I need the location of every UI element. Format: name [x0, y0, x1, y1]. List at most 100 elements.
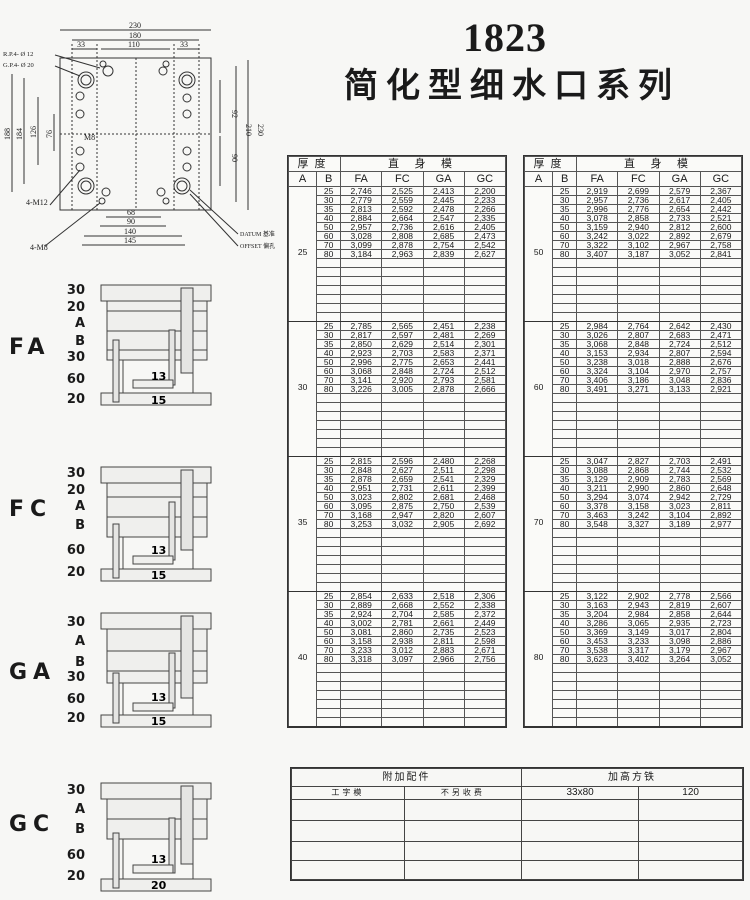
fc-dim-a: A — [74, 499, 85, 514]
a-thickness-value: 40 — [287, 591, 318, 727]
dim-92: 92 — [230, 110, 239, 118]
b-value: 40 — [316, 213, 342, 223]
gc-price: 2,306 — [463, 591, 507, 601]
fa-price: 3,623 — [576, 654, 619, 664]
empty-row — [525, 294, 743, 304]
b-value: 80 — [552, 249, 578, 259]
ga-price: 2,481 — [422, 330, 465, 340]
fa-price: 3,081 — [340, 627, 383, 637]
gc-price: 2,233 — [463, 195, 507, 205]
no-extra-charge-label: 不另收费 — [403, 786, 523, 800]
b-value: 25 — [316, 186, 342, 196]
b-value: 40 — [552, 483, 578, 493]
gc-price: 2,200 — [463, 186, 507, 196]
fc-price: 2,525 — [381, 186, 424, 196]
ga-price: 3,098 — [658, 636, 701, 646]
empty-row — [289, 537, 507, 547]
column-header-b: B — [316, 171, 342, 187]
thickness-header: 厚度 — [287, 156, 342, 172]
gc-price: 2,542 — [463, 240, 507, 250]
straight-body-mold-header: 直 身 模 — [576, 156, 742, 172]
ga-price: 2,892 — [658, 231, 701, 241]
fc-price: 3,317 — [617, 645, 660, 655]
ga-price: 2,642 — [658, 321, 701, 331]
gc-price: 2,238 — [463, 321, 507, 331]
b-value: 35 — [316, 204, 342, 214]
b-value: 60 — [552, 501, 578, 511]
gp-callout: G.P.4- Ø 20 — [3, 62, 34, 69]
series-title: 简化型细水口系列 — [344, 66, 680, 106]
ga-price: 2,883 — [422, 645, 465, 655]
mold-type-fc: FC — [9, 497, 53, 522]
fa-price: 3,324 — [576, 366, 619, 376]
gc-price: 2,367 — [699, 186, 743, 196]
b-value: 35 — [552, 474, 578, 484]
column-header-b: B — [552, 171, 578, 187]
b-value: 80 — [552, 519, 578, 529]
empty-row — [525, 546, 743, 556]
fc-dim-20-bottom: 20 — [66, 565, 85, 580]
fa-dim-60: 60 — [66, 372, 85, 387]
ga-price: 2,905 — [422, 519, 465, 529]
dim-76: 76 — [45, 130, 54, 138]
b-value: 30 — [316, 465, 342, 475]
b-value: 80 — [552, 654, 578, 664]
b-value: 25 — [552, 186, 578, 196]
ga-price: 2,451 — [422, 321, 465, 331]
fc-price: 2,848 — [381, 366, 424, 376]
dim-210: 210 — [244, 124, 253, 136]
ga-price: 2,445 — [422, 195, 465, 205]
fa-inner-15: 15 — [151, 394, 166, 407]
dim-184: 184 — [15, 128, 24, 140]
gc-price: 2,607 — [699, 600, 743, 610]
fc-price: 2,736 — [381, 222, 424, 232]
fa-price: 2,813 — [340, 204, 383, 214]
empty-row — [525, 285, 743, 295]
fa-inner-13: 13 — [151, 370, 166, 383]
empty-row — [289, 564, 507, 574]
column-header-a: A — [287, 171, 318, 187]
empty-row — [525, 681, 743, 691]
ga-inner-13: 13 — [151, 691, 166, 704]
fc-price: 2,947 — [381, 510, 424, 520]
gc-price: 2,269 — [463, 330, 507, 340]
raised-block-size: 33x80 — [520, 786, 640, 800]
dim-110: 110 — [128, 40, 140, 49]
fc-price: 2,597 — [381, 330, 424, 340]
m12-callout: 4-M12 — [26, 198, 48, 207]
empty-row — [289, 420, 507, 430]
dim-90-right: 90 — [230, 154, 239, 162]
fc-dim-30: 30 — [66, 466, 85, 481]
gc-price: 2,539 — [463, 501, 507, 511]
fc-price: 2,860 — [381, 627, 424, 637]
empty-row — [525, 690, 743, 700]
empty-row — [525, 420, 743, 430]
ga-price: 2,942 — [658, 492, 701, 502]
fc-price: 2,629 — [381, 339, 424, 349]
empty-row — [289, 717, 507, 727]
fa-dim-a: A — [74, 316, 85, 331]
fc-price: 2,627 — [381, 465, 424, 475]
gc-price: 2,756 — [463, 654, 507, 664]
dim-33-left: 33 — [77, 40, 85, 49]
fa-price: 2,854 — [340, 591, 383, 601]
fc-price: 3,022 — [617, 231, 660, 241]
